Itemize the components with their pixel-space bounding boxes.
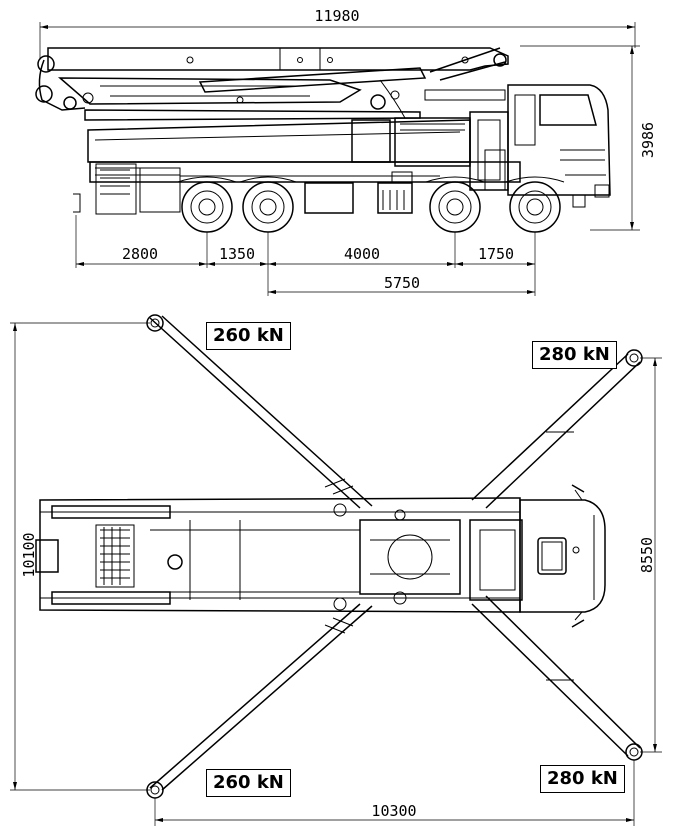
- rear-span-label: 10100: [20, 532, 38, 577]
- outrigger-front-left: [471, 349, 643, 509]
- load-label-front-left: 280 kN: [532, 341, 617, 369]
- superstructure: [87, 111, 509, 191]
- overall-length-label: 11980: [314, 7, 359, 25]
- overall-length-dimension: 11980: [39, 7, 636, 60]
- side-view: 11980 3986: [35, 7, 657, 296]
- front-wheel-1: [429, 181, 481, 233]
- front-wheel-2: [509, 181, 561, 233]
- truck-top-body: [35, 497, 523, 613]
- top-view: 10100 8550 10300: [10, 314, 662, 826]
- mid-span-label: 4000: [344, 245, 380, 263]
- longitudinal-span-label: 10300: [371, 802, 416, 820]
- wheels: [177, 176, 565, 233]
- axle-dimensions: 2800 1350 4000 1750 5750: [75, 215, 536, 296]
- load-label-rear-left: 260 kN: [206, 322, 291, 350]
- boom: [35, 47, 509, 121]
- load-label-rear-right: 260 kN: [206, 769, 291, 797]
- outrigger-front-right: [471, 595, 643, 761]
- height-label: 3986: [639, 122, 657, 158]
- front-span-label: 8550: [638, 537, 656, 573]
- rear-wheel-2: [242, 181, 294, 233]
- front-axle-spacing-label: 1750: [478, 245, 514, 263]
- cab-top: [519, 484, 606, 628]
- load-label-front-right: 280 kN: [540, 765, 625, 793]
- axle-base-label: 5750: [384, 274, 420, 292]
- rear-overhang-label: 2800: [122, 245, 158, 263]
- rear-span-dimension: 10100: [10, 322, 150, 791]
- height-dimension: 3986: [520, 45, 657, 231]
- rear-axle-spacing-label: 1350: [219, 245, 255, 263]
- longitudinal-span-dimension: 10300: [154, 760, 635, 826]
- chassis: [73, 161, 521, 215]
- front-span-dimension: 8550: [638, 357, 662, 753]
- rear-wheel-1: [181, 181, 233, 233]
- cab: [507, 84, 611, 208]
